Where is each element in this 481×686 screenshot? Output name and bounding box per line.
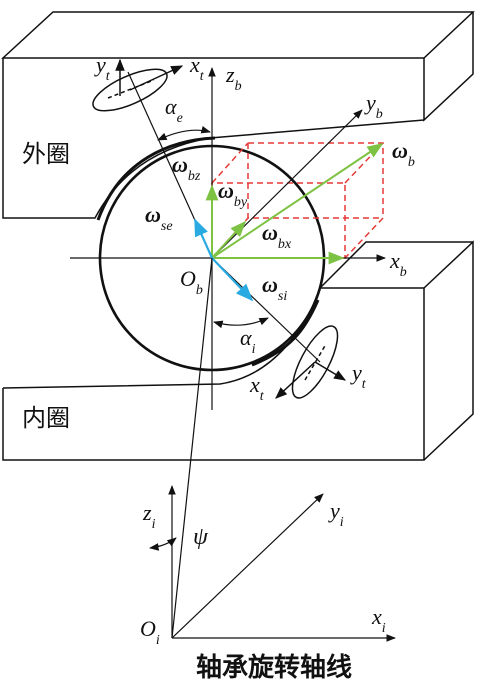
inner-ring-block — [2, 240, 474, 461]
y-t-top-label: yt — [94, 52, 111, 84]
omega-si-vector — [211, 257, 254, 302]
i-frame-axes — [168, 257, 396, 642]
origin-i-label: Oi — [140, 616, 160, 648]
contact-ellipse-outer — [92, 58, 184, 112]
z-i-label: zi — [142, 500, 156, 532]
caption: 轴承旋转轴线 — [196, 653, 352, 683]
omega-se-vector — [193, 218, 214, 259]
y-b-label: yb — [364, 90, 383, 122]
omega-si-label: ωsi — [262, 272, 287, 304]
outer-ring-block — [1, 11, 475, 219]
rotation-axis-line — [171, 257, 213, 639]
x-t-top-label: xt — [189, 52, 205, 84]
psi-arc — [149, 537, 177, 551]
y-i-label: yi — [328, 498, 344, 530]
alpha-e-label: αe — [165, 94, 183, 126]
y-t-bottom-label: yt — [350, 360, 367, 392]
alpha-i-arc — [213, 317, 269, 329]
z-b-label: zb — [225, 62, 242, 94]
inner-ring-label: 内圈 — [22, 404, 70, 432]
angle-arcs — [149, 126, 269, 551]
omega-vectors-green — [205, 143, 384, 265]
omega-b-label: ωb — [392, 138, 415, 170]
omega-bz-label: ωbz — [172, 152, 201, 184]
outer-ring-label: 外圈 — [22, 140, 70, 168]
omega-by-label: ωby — [218, 178, 248, 210]
omega-by-vector — [211, 220, 247, 259]
alpha-e-arc — [157, 126, 211, 141]
contact-ellipse-inner — [275, 325, 347, 399]
omega-b-vector — [211, 143, 384, 259]
x-b-label: xb — [389, 248, 407, 280]
x-i-label: xi — [371, 604, 386, 636]
omega-bx-label: ωbx — [262, 220, 292, 252]
omega-se-label: ωse — [145, 202, 173, 234]
x-t-bottom-label: xt — [249, 372, 265, 404]
origin-b-label: Ob — [180, 266, 203, 298]
psi-label: ψ — [193, 524, 209, 550]
alpha-i-label: αi — [240, 325, 256, 357]
omega-vectors-blue — [193, 218, 254, 302]
y-i-axis — [171, 493, 324, 639]
